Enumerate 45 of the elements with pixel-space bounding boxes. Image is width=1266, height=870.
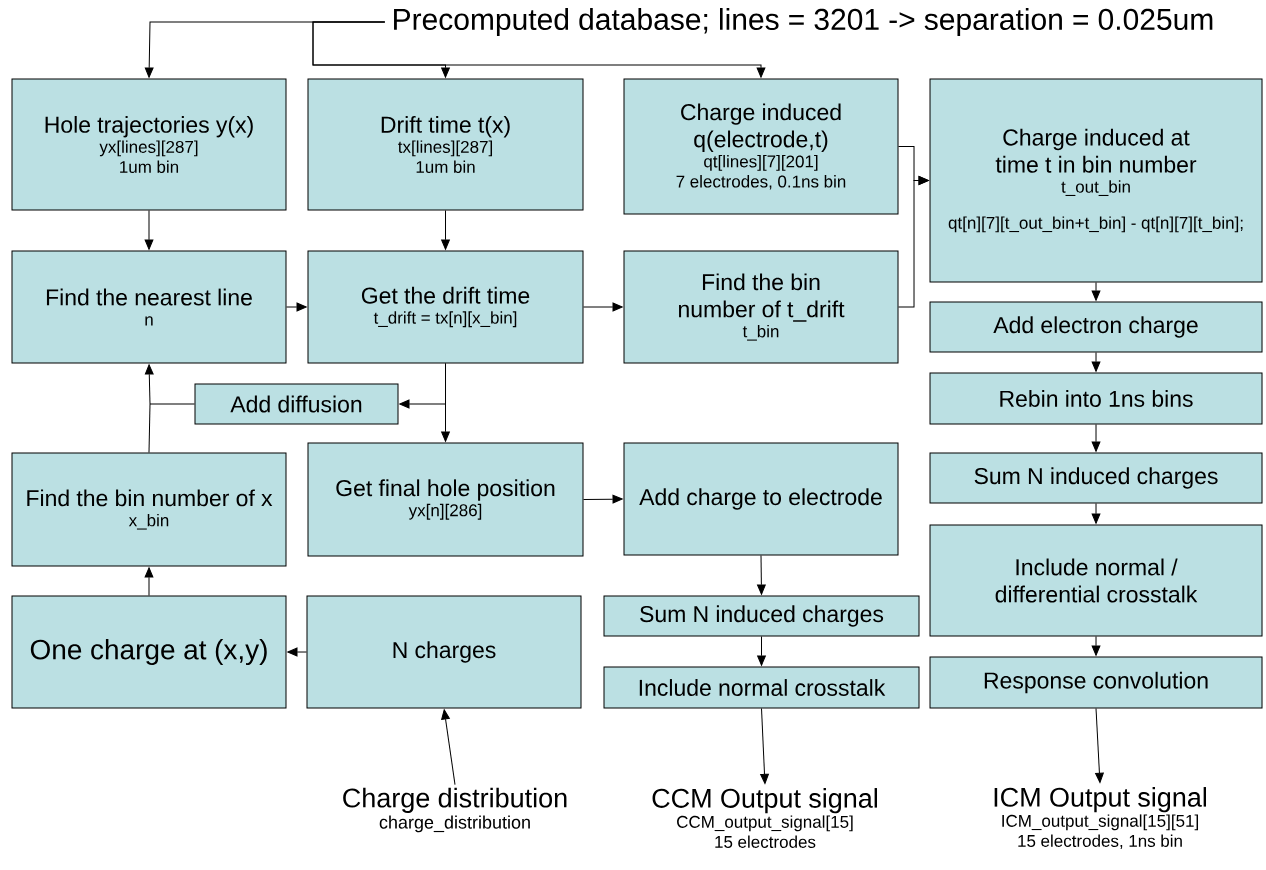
process-box: Include normal / differential crosstalk [929, 524, 1263, 637]
arrow [757, 636, 766, 666]
annotation-text: ICM Output signal ICM_output_signal[15][51] 15 electrodes, 1ns bin [994, 787, 1206, 849]
process-box: Response convolution [929, 656, 1263, 709]
arrow [312, 21, 766, 78]
process-box: Charge induced at time t in bin number t_out_bin qt[n][7][t_out_bin+t_bin] - qt[n][7][t_bin]; [929, 78, 1263, 283]
process-box: Sum N induced charges [929, 452, 1263, 504]
arrow [1095, 708, 1104, 783]
arrow [583, 494, 623, 504]
arrow [1091, 424, 1101, 452]
process-box: Sum N induced charges [603, 595, 920, 637]
arrow [1091, 282, 1101, 301]
process-box: Charge induced q(electrode,t) qt[lines][7][201] 7 electrodes, 0.1ns bin [623, 78, 899, 215]
annotation-text: Precomputed database; lines = 3201 -> separation = 0.025um [394, 8, 1213, 36]
arrow [144, 567, 154, 596]
process-box: Get final hole position yx[n][286] [307, 442, 584, 557]
arrow [583, 302, 623, 312]
process-box: Rebin into 1ns bins [929, 372, 1263, 425]
annotation-text: Charge distribution charge_distribution [343, 787, 567, 833]
arrow [441, 363, 450, 442]
process-box: One charge at (x,y) [11, 595, 287, 709]
process-box: Include normal crosstalk [603, 666, 920, 709]
process-box: Drift time t(x) tx[lines][287] 1um bin [307, 78, 584, 211]
process-box: Add diffusion [194, 383, 399, 425]
arrow [757, 555, 766, 595]
arrow [441, 709, 456, 786]
process-box: Hole trajectories y(x) yx[lines][287] 1um bin [11, 78, 287, 211]
process-box: Find the bin number of t_drift t_bin [623, 250, 899, 364]
process-box: Get the drift time t_drift = tx[n][x_bin] [307, 250, 584, 364]
arrow [1091, 636, 1101, 656]
arrow [287, 647, 307, 657]
process-box: Add electron charge [929, 301, 1263, 353]
arrow [144, 364, 154, 405]
arrow [286, 302, 307, 312]
process-box: Add charge to electrode [623, 442, 899, 556]
process-box: N charges [306, 595, 582, 709]
arrow [441, 210, 450, 250]
arrow [760, 708, 769, 784]
arrow [1091, 352, 1101, 372]
arrow [898, 176, 929, 308]
arrow [1091, 503, 1101, 524]
process-box: Find the nearest line n [11, 250, 287, 364]
annotation-text: CCM Output signal CCM_output_signal[15] 15 electrodes [652, 788, 877, 848]
arrow [144, 210, 154, 250]
process-box: Find the bin number of x x_bin [11, 452, 287, 567]
